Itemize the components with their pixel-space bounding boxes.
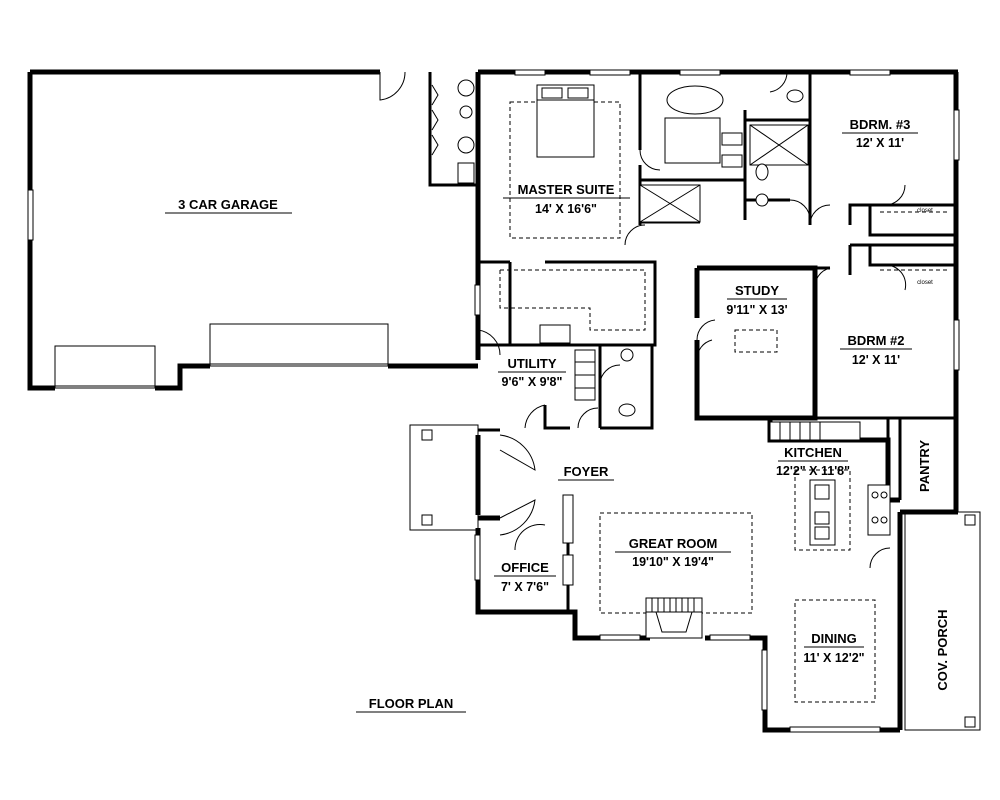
label-utility: UTILITY	[507, 356, 556, 371]
label-office: OFFICE	[501, 560, 549, 575]
label-master-suite: MASTER SUITE	[518, 182, 615, 197]
garage-door-right	[209, 323, 389, 367]
label-great-room: GREAT ROOM	[629, 536, 718, 551]
plan-title: FLOOR PLAN	[369, 696, 454, 711]
dim-study: 9'11" X 13'	[726, 303, 787, 317]
dim-great-room: 19'10" X 19'4"	[632, 555, 714, 569]
label-kitchen: KITCHEN	[784, 445, 842, 460]
label-dining: DINING	[811, 631, 857, 646]
closet-label-bdrm2: closet	[917, 280, 933, 286]
dim-office: 7' X 7'6"	[501, 580, 549, 594]
closet-label-bdrm3: closet	[917, 208, 933, 214]
label-study: STUDY	[735, 283, 779, 298]
dim-bdrm-3: 12' X 11'	[856, 136, 904, 150]
door-garage-entry	[379, 71, 406, 101]
label-bdrm-2: BDRM #2	[847, 333, 904, 348]
garage-wall-bottom	[155, 363, 210, 391]
label-foyer: FOYER	[564, 464, 609, 479]
label-pantry: PANTRY	[917, 440, 932, 492]
label-3-car-garage: 3 CAR GARAGE	[178, 197, 278, 212]
entry-porch	[409, 424, 479, 531]
bed-area	[509, 101, 621, 239]
dim-bdrm-2: 12' X 11'	[852, 353, 900, 367]
tub-icon	[666, 85, 724, 115]
front-door	[499, 434, 536, 471]
label-bdrm-3: BDRM. #3	[850, 117, 911, 132]
covered-porch	[904, 511, 981, 731]
dim-utility: 9'6" X 9'8"	[502, 375, 563, 389]
label-cov-porch: COV. PORCH	[935, 609, 950, 690]
kitchen-counter-top	[769, 421, 861, 441]
dim-dining: 11' X 12'2"	[803, 651, 864, 665]
garage-door-left	[54, 345, 156, 389]
garage-wall-left	[27, 72, 55, 391]
dim-master-suite: 14' X 16'6"	[535, 202, 597, 216]
toilet-icon	[786, 89, 804, 103]
kitchen-island	[794, 469, 851, 551]
dim-kitchen: 12'2" X 11'8"	[776, 464, 850, 478]
